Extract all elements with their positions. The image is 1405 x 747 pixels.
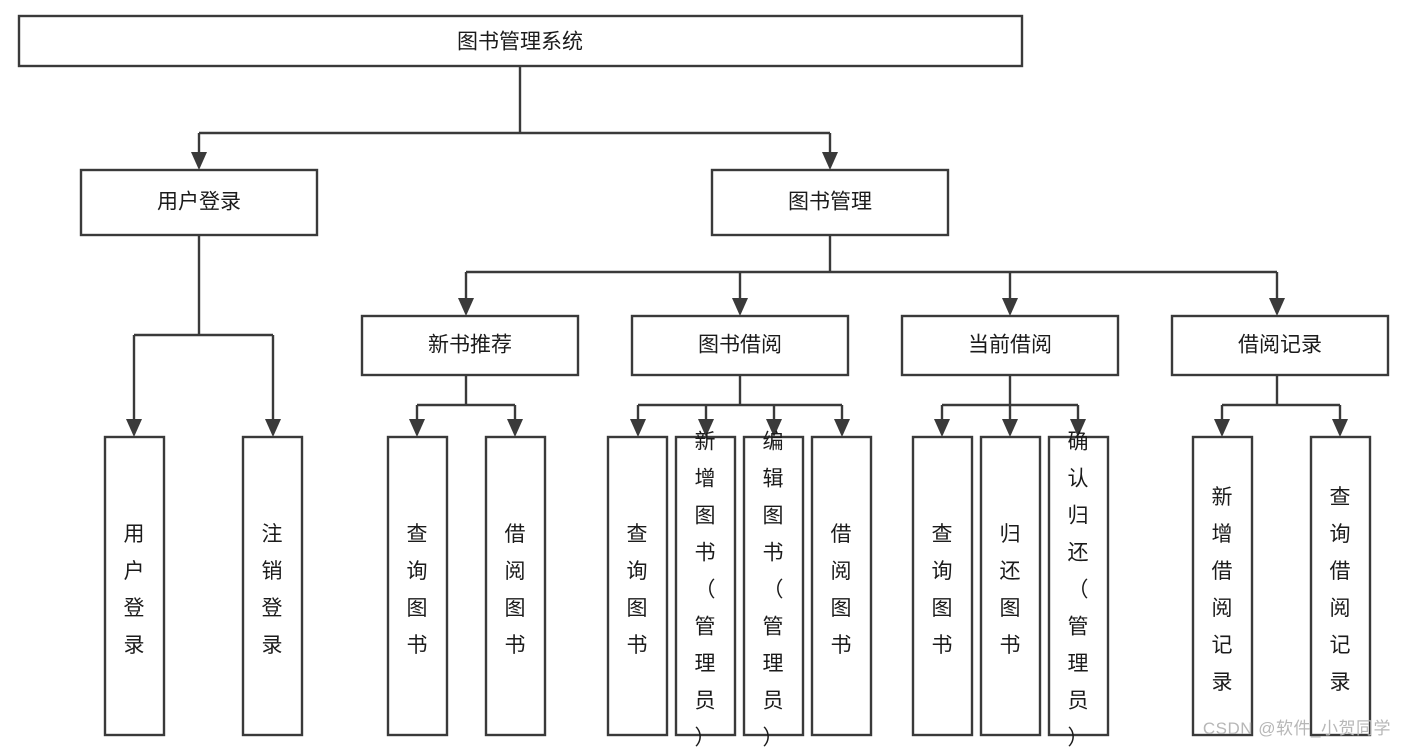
node-new-book-recommend[interactable]: 新书推荐 bbox=[360, 314, 580, 377]
connector-group-user-login bbox=[126, 235, 281, 437]
arrow-head-leaf-book-borrow-1 bbox=[630, 419, 646, 437]
arrow-head-leaf-current-borrow-2 bbox=[1002, 419, 1018, 437]
leaf-new-book-2-label: 借阅图书 bbox=[505, 523, 526, 657]
leaf-book-borrow-3-label: 编辑图书（管理员） bbox=[763, 430, 784, 747]
leaf-borrow-record-1-label: 新增借阅记录 bbox=[1212, 486, 1233, 694]
node-book-manage-label: 图书管理 bbox=[788, 191, 872, 214]
node-borrow-record[interactable]: 借阅记录 bbox=[1170, 314, 1390, 377]
node-root[interactable]: 图书管理系统 bbox=[17, 14, 1024, 68]
node-book-borrow[interactable]: 图书借阅 bbox=[630, 314, 850, 377]
arrow-head-new-book bbox=[458, 298, 474, 316]
arrow-head-book-borrow bbox=[732, 298, 748, 316]
arrow-head-book-manage bbox=[822, 152, 838, 170]
arrow-head-leaf-current-borrow-1 bbox=[934, 419, 950, 437]
connector-group-book-borrow bbox=[630, 375, 850, 437]
connector-group-current-borrow bbox=[934, 375, 1086, 437]
arrow-head-user-login bbox=[191, 152, 207, 170]
leaf-node[interactable]: 新增借阅记录 bbox=[1191, 435, 1254, 737]
arrow-head-leaf-book-borrow-3 bbox=[766, 419, 782, 437]
node-user-login-label: 用户登录 bbox=[157, 191, 241, 214]
leaf-current-borrow-2-box[interactable] bbox=[979, 435, 1042, 737]
leaf-book-borrow-1-label: 查询图书 bbox=[627, 523, 648, 657]
leaf-node[interactable]: 新增图书（管理员） bbox=[674, 430, 737, 747]
leaf-book-borrow-2-label: 新增图书（管理员） bbox=[695, 430, 716, 747]
leaf-user-login-2-label: 注销登录 bbox=[262, 523, 283, 657]
arrow-head-borrow-record bbox=[1269, 298, 1285, 316]
leaf-user-login-1-label: 用户登录 bbox=[124, 523, 145, 657]
leaf-new-book-2-box[interactable] bbox=[484, 435, 547, 737]
leaf-node[interactable]: 归还图书 bbox=[979, 435, 1042, 737]
arrow-head-leaf-borrow-record-2 bbox=[1332, 419, 1348, 437]
leaf-node[interactable]: 借阅图书 bbox=[484, 435, 547, 737]
leaf-book-borrow-1-box[interactable] bbox=[606, 435, 669, 737]
leaf-borrow-record-2-box[interactable] bbox=[1309, 435, 1372, 737]
node-borrow-record-label: 借阅记录 bbox=[1238, 334, 1322, 357]
leaf-current-borrow-3-label: 确认归还（管理员） bbox=[1068, 430, 1089, 747]
leaf-current-borrow-3-box[interactable] bbox=[1047, 435, 1110, 737]
leaf-new-book-1-box[interactable] bbox=[386, 435, 449, 737]
leaf-node[interactable]: 借阅图书 bbox=[810, 435, 873, 737]
leaf-new-book-1-label: 查询图书 bbox=[407, 523, 428, 657]
leaf-borrow-record-1-box[interactable] bbox=[1191, 435, 1254, 737]
node-new-book-recommend-box[interactable] bbox=[360, 314, 580, 377]
leaf-current-borrow-1-box[interactable] bbox=[911, 435, 974, 737]
leaf-current-borrow-1-label: 查询图书 bbox=[932, 523, 953, 657]
connector-group-borrow-record bbox=[1214, 375, 1348, 437]
node-current-borrow[interactable]: 当前借阅 bbox=[900, 314, 1120, 377]
leaf-book-borrow-4-label: 借阅图书 bbox=[831, 523, 852, 657]
arrow-head-current-borrow bbox=[1002, 298, 1018, 316]
leaf-book-borrow-4-box[interactable] bbox=[810, 435, 873, 737]
leaf-node[interactable]: 用户登录 bbox=[103, 435, 166, 737]
node-current-borrow-label: 当前借阅 bbox=[968, 334, 1052, 357]
leaf-node[interactable]: 查询图书 bbox=[386, 435, 449, 737]
leaf-node[interactable]: 查询图书 bbox=[606, 435, 669, 737]
node-user-login[interactable]: 用户登录 bbox=[79, 168, 319, 237]
arrow-head-leaf-user-login-1 bbox=[126, 419, 142, 437]
leaf-user-login-2-box[interactable] bbox=[241, 435, 304, 737]
leaf-node[interactable]: 查询图书 bbox=[911, 435, 974, 737]
node-root-label: 图书管理系统 bbox=[457, 31, 583, 54]
node-root-box[interactable] bbox=[17, 14, 1024, 68]
node-book-manage[interactable]: 图书管理 bbox=[710, 168, 950, 237]
connector-group-root bbox=[191, 66, 838, 170]
connector-group-book-manage bbox=[458, 235, 1285, 316]
node-borrow-record-box[interactable] bbox=[1170, 314, 1390, 377]
node-current-borrow-box[interactable] bbox=[900, 314, 1120, 377]
arrow-head-leaf-current-borrow-3 bbox=[1070, 419, 1086, 437]
leaf-book-borrow-3-box[interactable] bbox=[742, 435, 805, 737]
arrow-head-leaf-book-borrow-2 bbox=[698, 419, 714, 437]
arrow-head-leaf-book-borrow-4 bbox=[834, 419, 850, 437]
node-book-borrow-label: 图书借阅 bbox=[698, 334, 782, 357]
arrow-head-leaf-new-book-1 bbox=[409, 419, 425, 437]
leaf-user-login-1-box[interactable] bbox=[103, 435, 166, 737]
leaf-node[interactable]: 编辑图书（管理员） bbox=[742, 430, 805, 747]
leaf-current-borrow-2-label: 归还图书 bbox=[1000, 523, 1021, 657]
arrow-head-leaf-borrow-record-1 bbox=[1214, 419, 1230, 437]
leaf-node[interactable]: 确认归还（管理员） bbox=[1047, 430, 1110, 747]
node-user-login-box[interactable] bbox=[79, 168, 319, 237]
leaf-node[interactable]: 注销登录 bbox=[241, 435, 304, 737]
leaf-borrow-record-2-label: 查询借阅记录 bbox=[1330, 486, 1351, 694]
arrow-head-leaf-new-book-2 bbox=[507, 419, 523, 437]
connector-group-new-book bbox=[409, 375, 523, 437]
leaf-book-borrow-2-box[interactable] bbox=[674, 435, 737, 737]
node-book-borrow-box[interactable] bbox=[630, 314, 850, 377]
leaf-node[interactable]: 查询借阅记录 bbox=[1309, 435, 1372, 737]
node-new-book-recommend-label: 新书推荐 bbox=[428, 334, 512, 357]
arrow-head-leaf-user-login-2 bbox=[265, 419, 281, 437]
node-book-manage-box[interactable] bbox=[710, 168, 950, 237]
